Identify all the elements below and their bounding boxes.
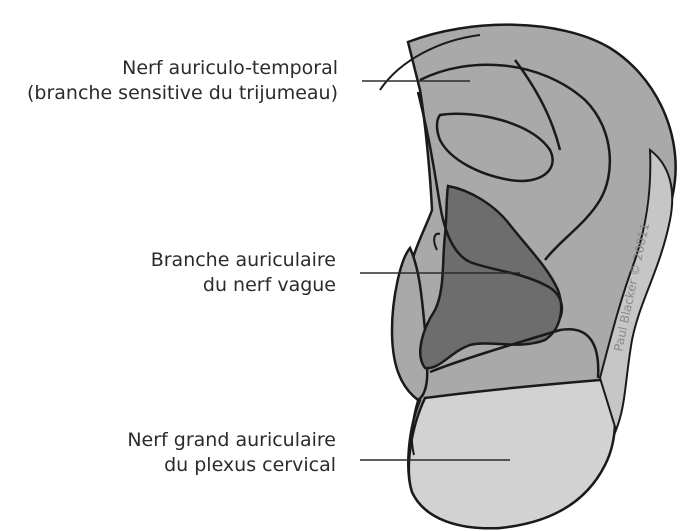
ear-lobe-region (409, 380, 615, 528)
